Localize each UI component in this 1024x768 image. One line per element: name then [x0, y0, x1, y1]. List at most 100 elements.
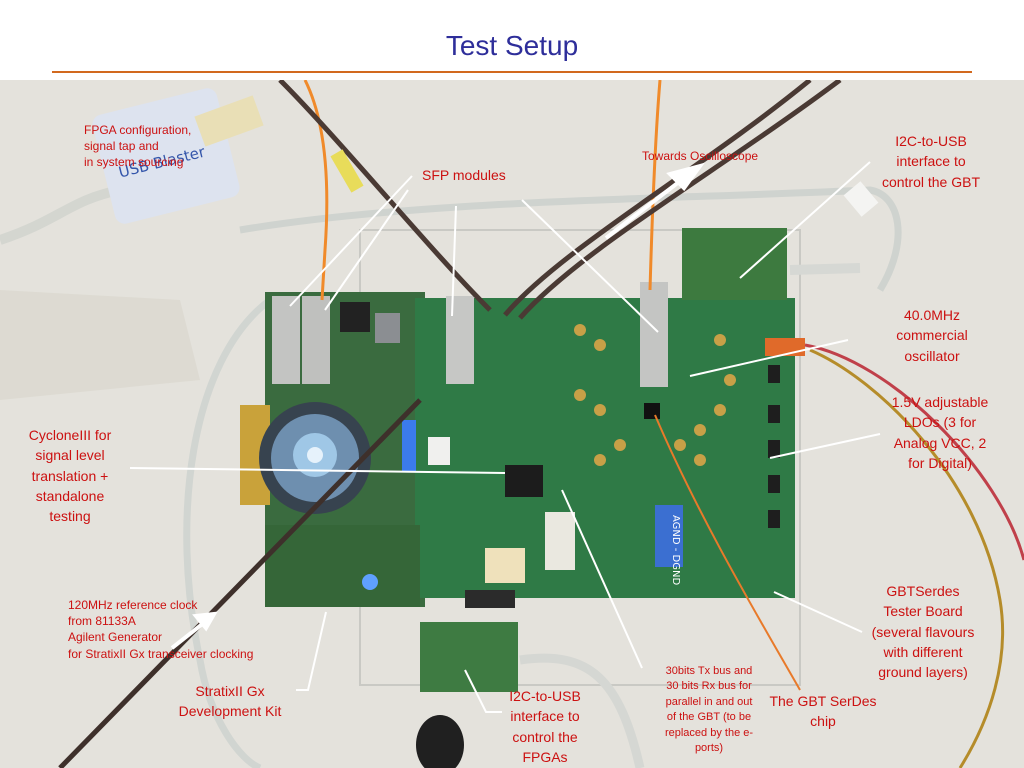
annotation-line: CycloneIII for — [28, 427, 112, 443]
annotation-line: standalone — [35, 487, 105, 504]
annotation-line: for Digital) — [908, 454, 972, 471]
i2c-gbt-board — [682, 228, 787, 300]
slide-title: Test Setup — [445, 30, 579, 61]
annotation-sfp-modules: SFP modules — [422, 165, 506, 185]
blue-led-lower — [362, 574, 378, 590]
annotation-i2c-usb-gbt: I2C-to-USB interface to control the GBT — [868, 131, 994, 192]
annotation-reference-clock: 120MHz reference clock from 81133A Agile… — [68, 597, 253, 662]
sfp-module-1 — [272, 296, 300, 384]
annotation-line: FPGA configuration, — [84, 123, 192, 137]
annotation-line: replaced by the e- — [664, 726, 754, 739]
annotation-parallel-bus: 30bits Tx bus and 30 bits Rx bus for par… — [650, 664, 768, 756]
annotation-fpga-configuration: FPGA configuration, signal tap and in sy… — [84, 122, 191, 171]
annotation-line: 30 bits Rx bus for — [666, 680, 752, 693]
annotation-line: control the GBT — [881, 173, 981, 190]
annotation-line: FPGAs — [522, 748, 568, 765]
coax-cable-2 — [503, 80, 812, 317]
annotation-line: interface to — [896, 153, 966, 170]
annotation-line: signal level — [35, 447, 105, 464]
sfp-module-4 — [640, 282, 668, 387]
annotation-stratix-kit: StratixII Gx Development Kit — [168, 681, 292, 722]
annotation-line: (several flavours — [871, 623, 975, 640]
annotation-line: 40.0MHz — [903, 307, 961, 323]
annotation-line: translation + — [31, 467, 109, 484]
sfp-module-3 — [446, 296, 474, 384]
annotation-line: ground layers) — [878, 664, 968, 681]
wire-green — [809, 348, 1005, 768]
cable-label — [843, 181, 879, 217]
ferrite-bead — [416, 715, 464, 768]
setup-photo: USB Blaster AGND - DGND — [0, 80, 1024, 768]
annotation-line: Towards Oscilloscope — [642, 149, 759, 163]
header-row — [465, 590, 515, 608]
annotation-line: 30bits Tx bus and — [665, 665, 753, 677]
annotation-line: Agilent Generator — [68, 630, 163, 645]
blue-marking — [655, 505, 683, 567]
annotation-line: in system sourcing — [84, 155, 184, 170]
orange-wire-chip — [654, 414, 801, 691]
fan-center — [307, 447, 323, 463]
annotation-tester-board: GBTSerdes Tester Board (several flavours… — [860, 581, 986, 682]
annotation-line: I2C-to-USB — [509, 688, 581, 704]
cable-left-loop — [183, 297, 273, 768]
i2c-fpga-board — [420, 622, 518, 692]
annotation-line: with different — [883, 643, 963, 660]
annotation-line: for StratixII Gx transceiver clocking — [68, 646, 254, 661]
annotation-line: parallel in and out — [665, 695, 753, 708]
orange-terminal-block — [765, 338, 805, 356]
annotation-line: Development Kit — [178, 703, 282, 720]
annotation-i2c-usb-fpga: I2C-to-USB interface to control the FPGA… — [498, 686, 592, 767]
paper-tags — [545, 512, 575, 570]
stratix-board-lower — [265, 525, 420, 607]
annotation-line: I2C-to-USB — [895, 133, 967, 149]
pointer-lines — [129, 161, 881, 713]
ethernet-port — [375, 313, 400, 343]
annotation-line: Analog VCC, 2 — [893, 434, 987, 451]
annotation-line: chip — [810, 713, 836, 730]
annotation-line: testing — [49, 508, 91, 525]
annotation-ldos: 1.5V adjustable LDOs (3 for Analog VCC, … — [878, 392, 1002, 473]
paper-shadow — [0, 290, 200, 400]
annotation-line: 120MHz reference clock — [68, 598, 198, 612]
annotation-line: GBTSerdes — [886, 583, 960, 599]
usb-cable-left — [0, 185, 121, 245]
title-divider — [52, 71, 972, 73]
sma-connectors — [574, 324, 736, 466]
annotation-line: oscillator — [904, 347, 960, 364]
annotation-line: 1.5V adjustable — [891, 394, 989, 410]
annotation-line: from 81133A — [68, 614, 136, 629]
setup-photo-drawing: USB Blaster AGND - DGND — [0, 80, 1024, 768]
annotation-line: commercial — [896, 327, 968, 344]
annotation-serdes-chip: The GBT SerDes chip — [764, 691, 882, 732]
coax-cable-1 — [278, 80, 492, 312]
orange-fiber-left — [303, 80, 329, 301]
cyclone-fpga-chip — [505, 465, 543, 497]
annotation-line: interface to — [510, 708, 580, 725]
usb-blaster-ribbon — [194, 95, 264, 147]
annotation-line: SFP modules — [422, 167, 506, 183]
connector-block — [485, 548, 525, 583]
annotation-line: The GBT SerDes — [769, 693, 877, 709]
blue-leds — [402, 420, 416, 472]
usb-cable-top — [239, 186, 902, 292]
usb-cable-right — [789, 263, 861, 275]
board-marking: AGND - DGND — [670, 515, 681, 585]
annotation-line: of the GBT (to be — [666, 711, 752, 724]
annotation-line: StratixII Gx — [195, 683, 265, 699]
annotation-line: LDOs (3 for — [903, 414, 977, 431]
coax-cable-diagonal — [58, 398, 422, 768]
sfp-module-2 — [302, 296, 330, 384]
usb-cable-bottom — [519, 653, 645, 768]
pointer-arrows — [170, 162, 705, 650]
annotation-line: signal tap and — [84, 139, 159, 154]
ldo-regulators — [768, 365, 780, 528]
coax-cable-3 — [518, 80, 842, 320]
orange-fiber-right — [648, 80, 662, 291]
annotation-cyclone: CycloneIII for signal level translation … — [14, 425, 126, 526]
annotation-line: control the — [512, 728, 578, 745]
annotation-oscillator: 40.0MHz commercial oscillator — [876, 305, 988, 366]
annotation-line: ports) — [694, 741, 724, 754]
label-sticker — [428, 437, 450, 465]
tape-label — [330, 149, 364, 193]
annotation-line: Tester Board — [883, 603, 963, 620]
